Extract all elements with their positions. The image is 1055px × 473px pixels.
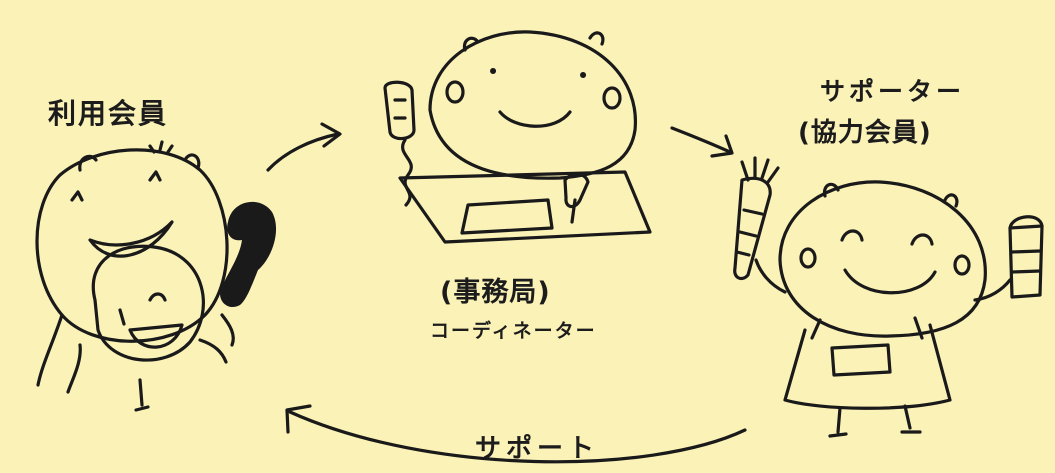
user-member-label: 利用会員 <box>48 97 169 130</box>
user-member-character <box>35 140 277 412</box>
arrow-user-to-office <box>266 122 342 172</box>
arrow-office-to-supporter <box>670 126 734 158</box>
coordinator-character <box>383 30 652 244</box>
coordinator-label: コーディネーター <box>430 320 597 342</box>
supporter-character <box>733 156 1044 438</box>
arrow-supporter-to-user <box>285 404 747 464</box>
cooperating-member-label: (協力会員) <box>798 118 932 148</box>
support-label: サポート <box>475 434 600 464</box>
office-label: (事務局) <box>440 277 551 308</box>
supporter-label: サポーター <box>820 77 966 106</box>
